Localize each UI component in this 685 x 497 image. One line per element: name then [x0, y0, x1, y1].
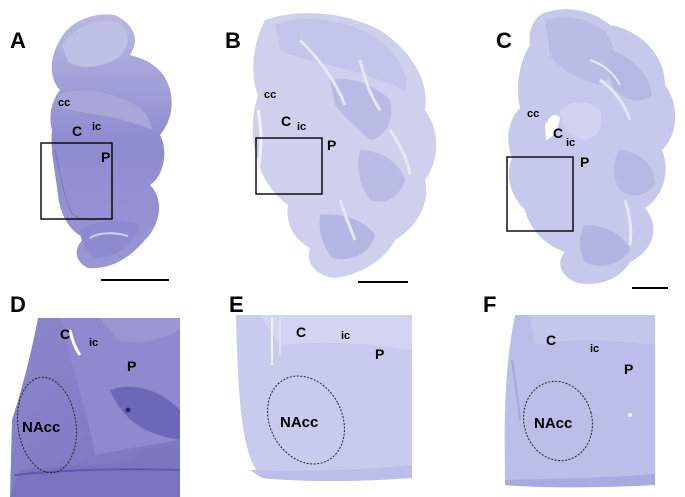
label-caudate-b: C [281, 113, 291, 129]
label-cc-a: cc [58, 97, 70, 109]
label-putamen-c: P [580, 154, 589, 170]
nacc-outline-e [267, 375, 345, 465]
label-ic-e: ic [341, 330, 350, 342]
nacc-outline-f [523, 380, 593, 462]
panel-label-f: F [483, 292, 496, 317]
micrograph-e [236, 315, 412, 481]
label-ic-f: ic [590, 343, 599, 355]
label-putamen-e: P [375, 346, 384, 362]
scale-bar-b [358, 281, 408, 283]
label-caudate-f: C [546, 332, 556, 348]
panel-b: B cc C ic P [225, 13, 437, 283]
panel-label-e: E [229, 292, 244, 317]
label-ic-c: ic [566, 137, 575, 149]
label-cc-c: cc [527, 108, 539, 120]
panel-e: E NAcc C ic P [229, 292, 412, 481]
panel-label-c: C [496, 28, 512, 53]
panel-c: C cc C ic P [496, 9, 676, 289]
brain-section-b [252, 13, 437, 279]
label-caudate-a: C [72, 123, 82, 139]
label-nacc-f: NAcc [534, 415, 572, 432]
scale-bar-a [101, 279, 169, 281]
label-putamen-a: P [101, 149, 110, 165]
micrograph-d [10, 318, 181, 497]
label-ic-b: ic [297, 121, 306, 133]
label-nacc-e: NAcc [280, 414, 318, 431]
label-cc-b: cc [264, 89, 276, 101]
panel-d: D NAcc C ic P [10, 292, 181, 497]
panel-label-d: D [10, 292, 26, 317]
micrograph-f [504, 315, 655, 488]
brain-section-a [50, 14, 172, 269]
panel-label-a: A [10, 28, 26, 53]
label-putamen-f: P [624, 361, 633, 377]
label-nacc-d: NAcc [22, 419, 60, 436]
label-putamen-b: P [327, 137, 336, 153]
panel-f: F NAcc C ic P [483, 292, 655, 488]
label-caudate-e: C [296, 324, 306, 340]
inset-box-c [506, 156, 574, 232]
inset-box-b [255, 137, 323, 195]
label-caudate-c: C [553, 125, 563, 141]
nacc-outline-d [17, 376, 77, 474]
panel-label-b: B [225, 28, 241, 53]
label-caudate-d: C [60, 326, 70, 342]
inset-box-a [40, 142, 113, 220]
panel-a: A cc C ic P [10, 14, 172, 281]
label-ic-d: ic [89, 337, 98, 349]
label-putamen-d: P [127, 358, 136, 374]
scale-bar-c [632, 287, 668, 289]
label-ic-a: ic [92, 121, 101, 133]
brain-section-c [508, 9, 676, 284]
